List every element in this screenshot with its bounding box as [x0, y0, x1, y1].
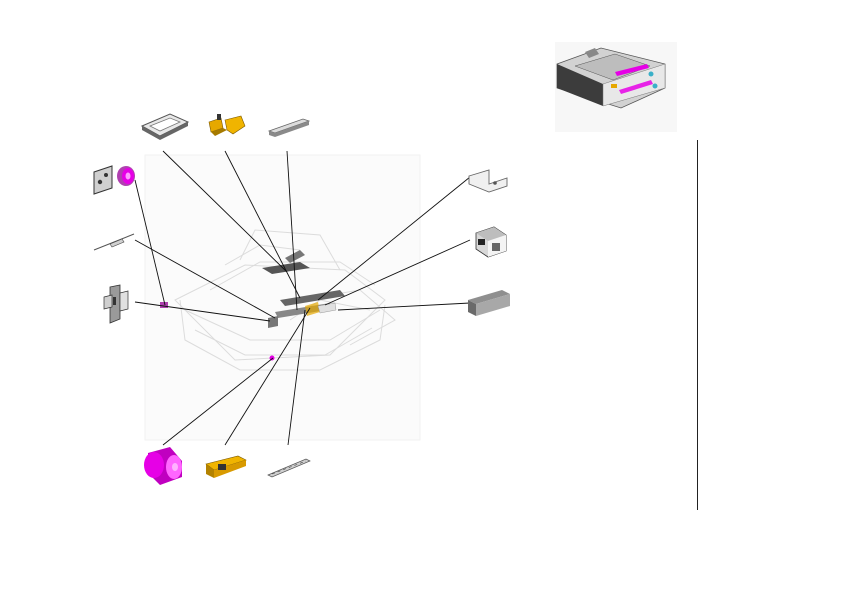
leader-gray-pad	[337, 302, 471, 311]
sensor-block-icon	[475, 226, 507, 258]
frame-bracket-icon	[140, 113, 190, 140]
leader-orange-guide	[224, 307, 311, 446]
latch-hinge-icon	[103, 284, 129, 324]
guide-strip-icon	[267, 458, 311, 478]
assembly-overview-thumbnail	[555, 42, 677, 132]
leader-roller-bracket	[134, 179, 166, 306]
ghost-assembly	[144, 154, 421, 441]
leader-lines	[134, 150, 471, 446]
leader-orange-lever	[224, 150, 301, 299]
leader-bent-plate	[317, 176, 471, 301]
roller-bracket-icon	[93, 165, 135, 195]
spring-pin-icon	[93, 233, 135, 251]
orange-guide-icon	[205, 455, 247, 478]
divider-line	[697, 140, 698, 510]
orange-lever-icon	[208, 114, 246, 136]
leader-guide-strip	[287, 309, 306, 446]
leader-spring-pin	[134, 239, 276, 319]
bent-plate-icon	[468, 169, 508, 193]
leader-frame-bracket	[162, 150, 288, 273]
leader-magenta-roller	[162, 357, 274, 446]
rail-plate-icon	[267, 118, 311, 137]
leader-latch-hinge	[134, 301, 271, 322]
magenta-roller-icon	[144, 447, 182, 485]
leader-rail-plate	[286, 150, 298, 311]
gray-pad-icon	[468, 290, 510, 316]
leader-sensor-block	[324, 239, 471, 306]
